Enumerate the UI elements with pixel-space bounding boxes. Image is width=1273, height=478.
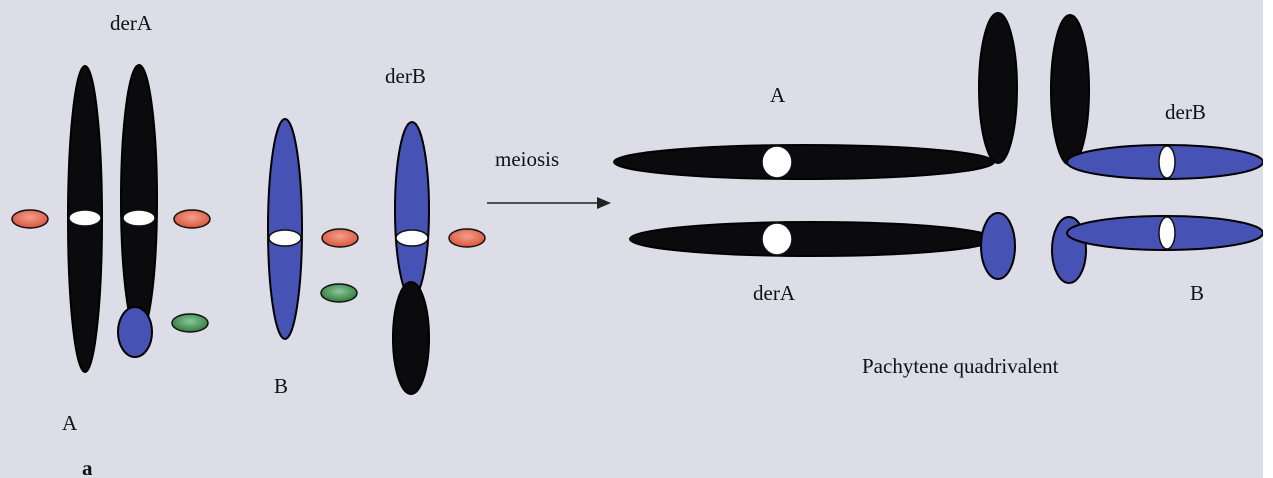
quad-label-derA: derA: [753, 281, 796, 305]
quad-blue-vertical-left: [981, 213, 1015, 279]
derA-blue-segment: [118, 307, 152, 357]
chromosome-derA: [118, 65, 157, 357]
label-A: A: [62, 411, 78, 435]
red-marker-derA: [174, 210, 210, 228]
centromere-derA: [123, 210, 155, 226]
quad-centromere-derB: [1159, 146, 1175, 178]
quad-label-derB: derB: [1165, 100, 1206, 124]
centromere-B: [269, 230, 301, 246]
derB-black-segment: [393, 282, 429, 394]
quad-centromere-derA: [762, 223, 792, 255]
label-derA: derA: [110, 11, 153, 35]
label-derB: derB: [385, 64, 426, 88]
quad-label-A: A: [770, 83, 786, 107]
quad-black-vertical-right: [1051, 15, 1089, 165]
pachytene-label: Pachytene quadrivalent: [862, 354, 1059, 378]
red-marker-left: [12, 210, 48, 228]
scan-edge: [1263, 0, 1273, 478]
meiosis-arrow: [487, 197, 611, 209]
quad-label-B: B: [1190, 281, 1204, 305]
chromosome-derB: [393, 122, 429, 394]
centromere-A: [69, 210, 101, 226]
chromosome-A: [68, 66, 102, 372]
chromosome-B: [268, 119, 302, 339]
quadrivalent: [614, 13, 1263, 283]
centromere-derB: [396, 230, 428, 246]
quad-chromosome-derA: [630, 222, 994, 256]
green-marker-B: [321, 284, 357, 302]
quad-black-vertical-left: [979, 13, 1017, 163]
label-B: B: [274, 374, 288, 398]
quad-chromosome-A: [614, 145, 994, 179]
quad-centromere-B: [1159, 217, 1175, 249]
meiosis-label: meiosis: [495, 147, 559, 171]
quad-centromere-A: [762, 146, 792, 178]
panel-label: a: [82, 456, 93, 478]
red-marker-B: [322, 229, 358, 247]
green-marker-derA: [172, 314, 208, 332]
red-marker-derB: [449, 229, 485, 247]
